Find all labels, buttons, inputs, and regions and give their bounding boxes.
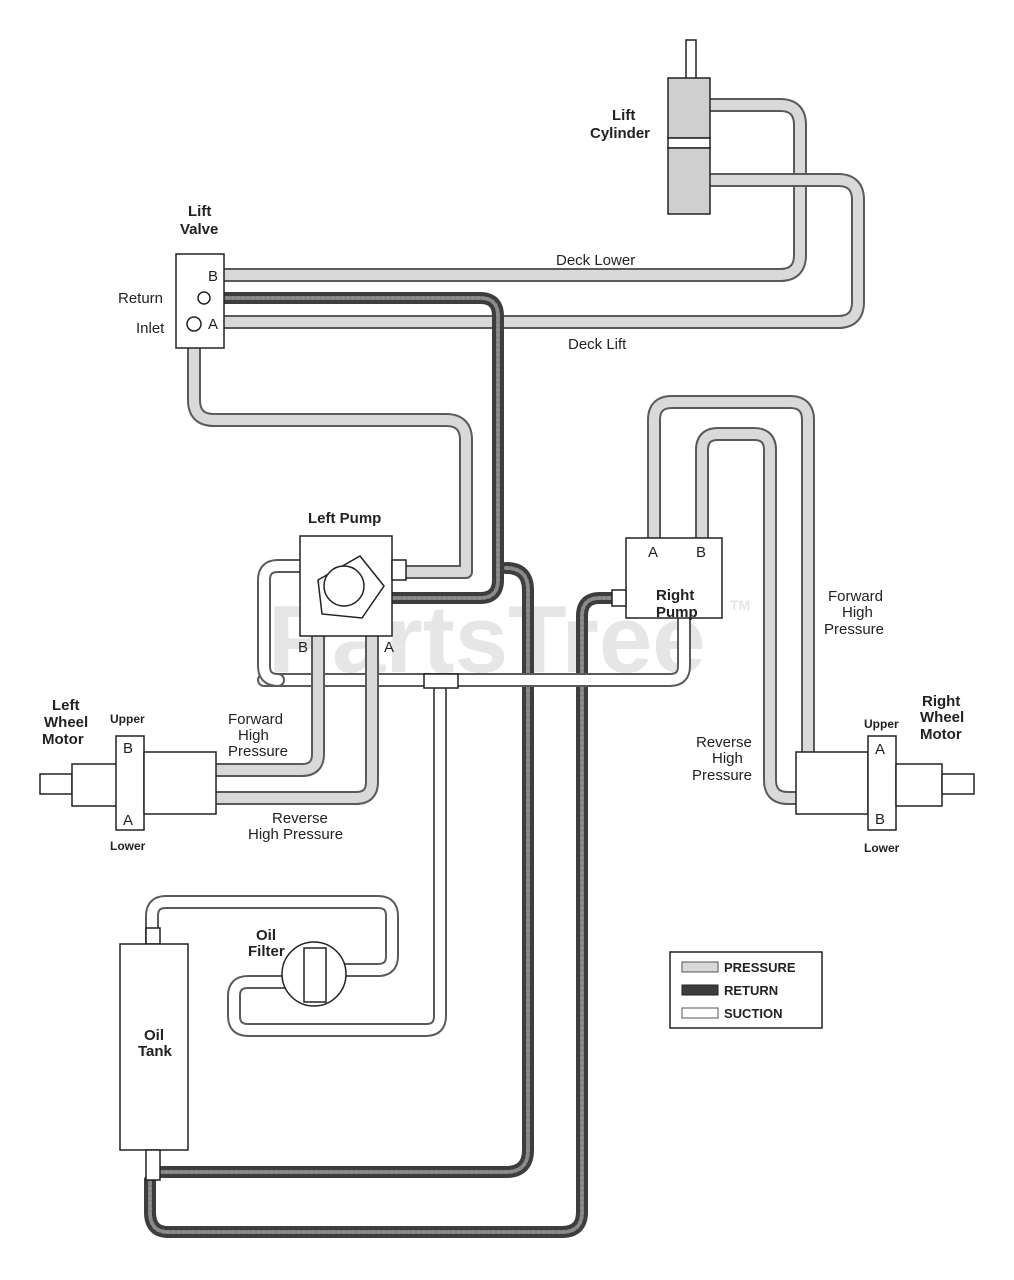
legend-swatch-return bbox=[681, 984, 719, 996]
lift-valve-port-a: A bbox=[208, 316, 218, 333]
valve-inlet-line bbox=[187, 323, 473, 579]
left-reverse-label-1: Reverse bbox=[272, 810, 328, 827]
right-forward-label-3: Pressure bbox=[824, 621, 884, 638]
lift-valve-inlet: Inlet bbox=[136, 320, 165, 337]
suction-tee bbox=[423, 673, 459, 689]
oil-tank-label-1: Oil bbox=[144, 1027, 164, 1044]
right-pump-label-1: Right bbox=[656, 587, 694, 604]
left-pump-port-b: B bbox=[298, 639, 308, 656]
watermark-tm: TM bbox=[730, 597, 750, 613]
deck-lower-line bbox=[217, 98, 807, 282]
left-pump-port-a: A bbox=[384, 639, 394, 656]
right-reverse-label-3: Pressure bbox=[692, 767, 752, 784]
lift-valve-label-1: Lift bbox=[188, 203, 211, 220]
right-reverse-label-1: Reverse bbox=[696, 734, 752, 751]
deck-lift-line bbox=[217, 173, 865, 329]
left-motor-port-a: A bbox=[123, 812, 133, 829]
legend-swatch-suction bbox=[681, 1007, 719, 1019]
left-motor-upper: Upper bbox=[110, 712, 145, 726]
left-reverse-label-2: High Pressure bbox=[248, 826, 343, 843]
oil-tank-label-2: Tank bbox=[138, 1043, 173, 1060]
left-pump bbox=[299, 535, 407, 637]
right-pump-port-a: A bbox=[648, 544, 658, 561]
lift-valve-return: Return bbox=[118, 290, 163, 307]
right-motor-port-b: B bbox=[875, 811, 885, 828]
lift-valve-label-2: Valve bbox=[180, 221, 218, 238]
left-forward-label-3: Pressure bbox=[228, 743, 288, 760]
suction-left-pump bbox=[257, 559, 307, 687]
lift-valve-port-b: B bbox=[208, 268, 218, 285]
right-wheel-motor bbox=[795, 735, 975, 831]
return-line-valve bbox=[216, 292, 504, 604]
left-motor-label-1: Left bbox=[52, 697, 80, 714]
right-reverse-label-2: High bbox=[712, 750, 743, 767]
right-reverse-line bbox=[695, 427, 895, 805]
right-motor-label-2: Wheel bbox=[920, 709, 964, 726]
legend-label-suction: SUCTION bbox=[724, 1006, 783, 1021]
right-pump bbox=[611, 537, 723, 619]
lift-valve bbox=[175, 253, 225, 349]
suction-to-filter bbox=[227, 683, 447, 1037]
lift-cylinder-label-2: Cylinder bbox=[590, 125, 650, 142]
right-motor-port-a: A bbox=[875, 741, 885, 758]
lift-cylinder bbox=[667, 39, 711, 215]
right-forward-label-1: Forward bbox=[828, 588, 883, 605]
right-motor-lower: Lower bbox=[864, 841, 900, 855]
left-motor-label-2: Wheel bbox=[44, 714, 88, 731]
right-motor-label-3: Motor bbox=[920, 726, 962, 743]
legend-label-return: RETURN bbox=[724, 983, 778, 998]
return-line-right-pump bbox=[144, 592, 626, 1238]
lift-cylinder-label-1: Lift bbox=[612, 107, 635, 124]
suction-manifold bbox=[257, 611, 691, 687]
legend-label-pressure: PRESSURE bbox=[724, 960, 796, 975]
right-motor-upper: Upper bbox=[864, 717, 899, 731]
oil-tank bbox=[119, 927, 189, 1181]
right-forward-label-2: High bbox=[842, 604, 873, 621]
left-motor-port-b: B bbox=[123, 740, 133, 757]
left-forward-label-2: High bbox=[238, 727, 269, 744]
suction-filter-tank bbox=[145, 895, 399, 977]
deck-lift-label: Deck Lift bbox=[568, 336, 627, 353]
left-motor-label-3: Motor bbox=[42, 731, 84, 748]
left-reverse-line bbox=[115, 629, 379, 805]
left-pump-title: Left Pump bbox=[308, 510, 381, 527]
oil-filter-label-2: Filter bbox=[248, 943, 285, 960]
right-pump-port-b: B bbox=[696, 544, 706, 561]
left-wheel-motor bbox=[39, 735, 217, 831]
deck-lower-label: Deck Lower bbox=[556, 252, 635, 269]
right-motor-label-1: Right bbox=[922, 693, 960, 710]
oil-filter-label-1: Oil bbox=[256, 927, 276, 944]
legend-swatch-pressure bbox=[681, 961, 719, 973]
return-line-tank bbox=[156, 562, 534, 1178]
legend: PRESSURE RETURN SUCTION bbox=[669, 951, 823, 1029]
left-forward-label-1: Forward bbox=[228, 711, 283, 728]
left-motor-lower: Lower bbox=[110, 839, 146, 853]
right-pump-label-2: Pump bbox=[656, 604, 698, 621]
oil-filter bbox=[281, 941, 347, 1007]
left-forward-line bbox=[115, 629, 325, 777]
